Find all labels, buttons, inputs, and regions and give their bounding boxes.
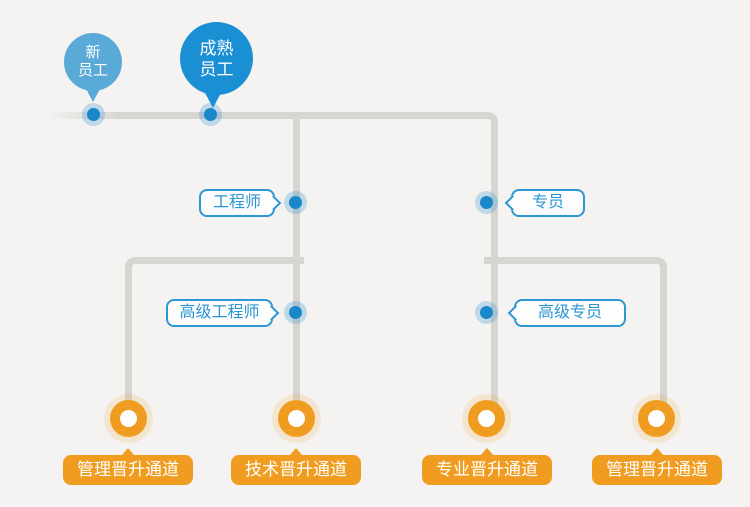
label-specialist: 专员 bbox=[511, 189, 585, 217]
track-dot-engineer bbox=[289, 196, 302, 209]
connector-vertical-engineer-track bbox=[293, 112, 300, 400]
label-senior-specialist-text: 高级专员 bbox=[537, 304, 602, 321]
endpoint-ring-professional bbox=[468, 400, 505, 437]
node-new-employee-label-line1: 新 bbox=[85, 44, 101, 61]
track-dot-new-employee bbox=[87, 108, 100, 121]
label-engineer-text: 工程师 bbox=[212, 194, 261, 211]
channel-badge-professional: 专业晋升通道 bbox=[422, 448, 552, 485]
node-new-employee-label-line2: 员工 bbox=[77, 62, 108, 79]
label-specialist-text: 专员 bbox=[531, 194, 564, 211]
track-dot-specialist bbox=[480, 196, 493, 209]
label-senior-engineer: 高级工程师 bbox=[166, 299, 273, 327]
node-new-employee: 新 员工 bbox=[64, 33, 122, 91]
balloon-tail-new-employee bbox=[85, 87, 101, 102]
node-mature-employee: 成熟 员工 bbox=[180, 22, 253, 95]
endpoint-ring-management-left bbox=[110, 400, 147, 437]
connector-left-fade bbox=[43, 112, 121, 119]
label-senior-specialist: 高级专员 bbox=[514, 299, 626, 327]
balloon-tail-mature-employee bbox=[204, 91, 222, 108]
label-engineer: 工程师 bbox=[199, 189, 275, 217]
channel-badge-management-left: 管理晋升通道 bbox=[63, 448, 193, 485]
label-senior-engineer-text: 高级工程师 bbox=[179, 304, 260, 321]
endpoint-ring-technical bbox=[278, 400, 315, 437]
channel-badge-management-right: 管理晋升通道 bbox=[592, 448, 722, 485]
node-mature-employee-label-line2: 员工 bbox=[199, 59, 234, 79]
track-dot-senior-specialist bbox=[480, 306, 493, 319]
connector-branch-management-right bbox=[484, 257, 667, 407]
endpoint-ring-management-right bbox=[638, 400, 675, 437]
track-dot-mature-employee bbox=[204, 108, 217, 121]
track-dot-senior-engineer bbox=[289, 306, 302, 319]
node-mature-employee-label-line1: 成熟 bbox=[199, 38, 234, 58]
connector-branch-management-left bbox=[125, 257, 304, 407]
channel-badge-technical: 技术晋升通道 bbox=[231, 448, 361, 485]
